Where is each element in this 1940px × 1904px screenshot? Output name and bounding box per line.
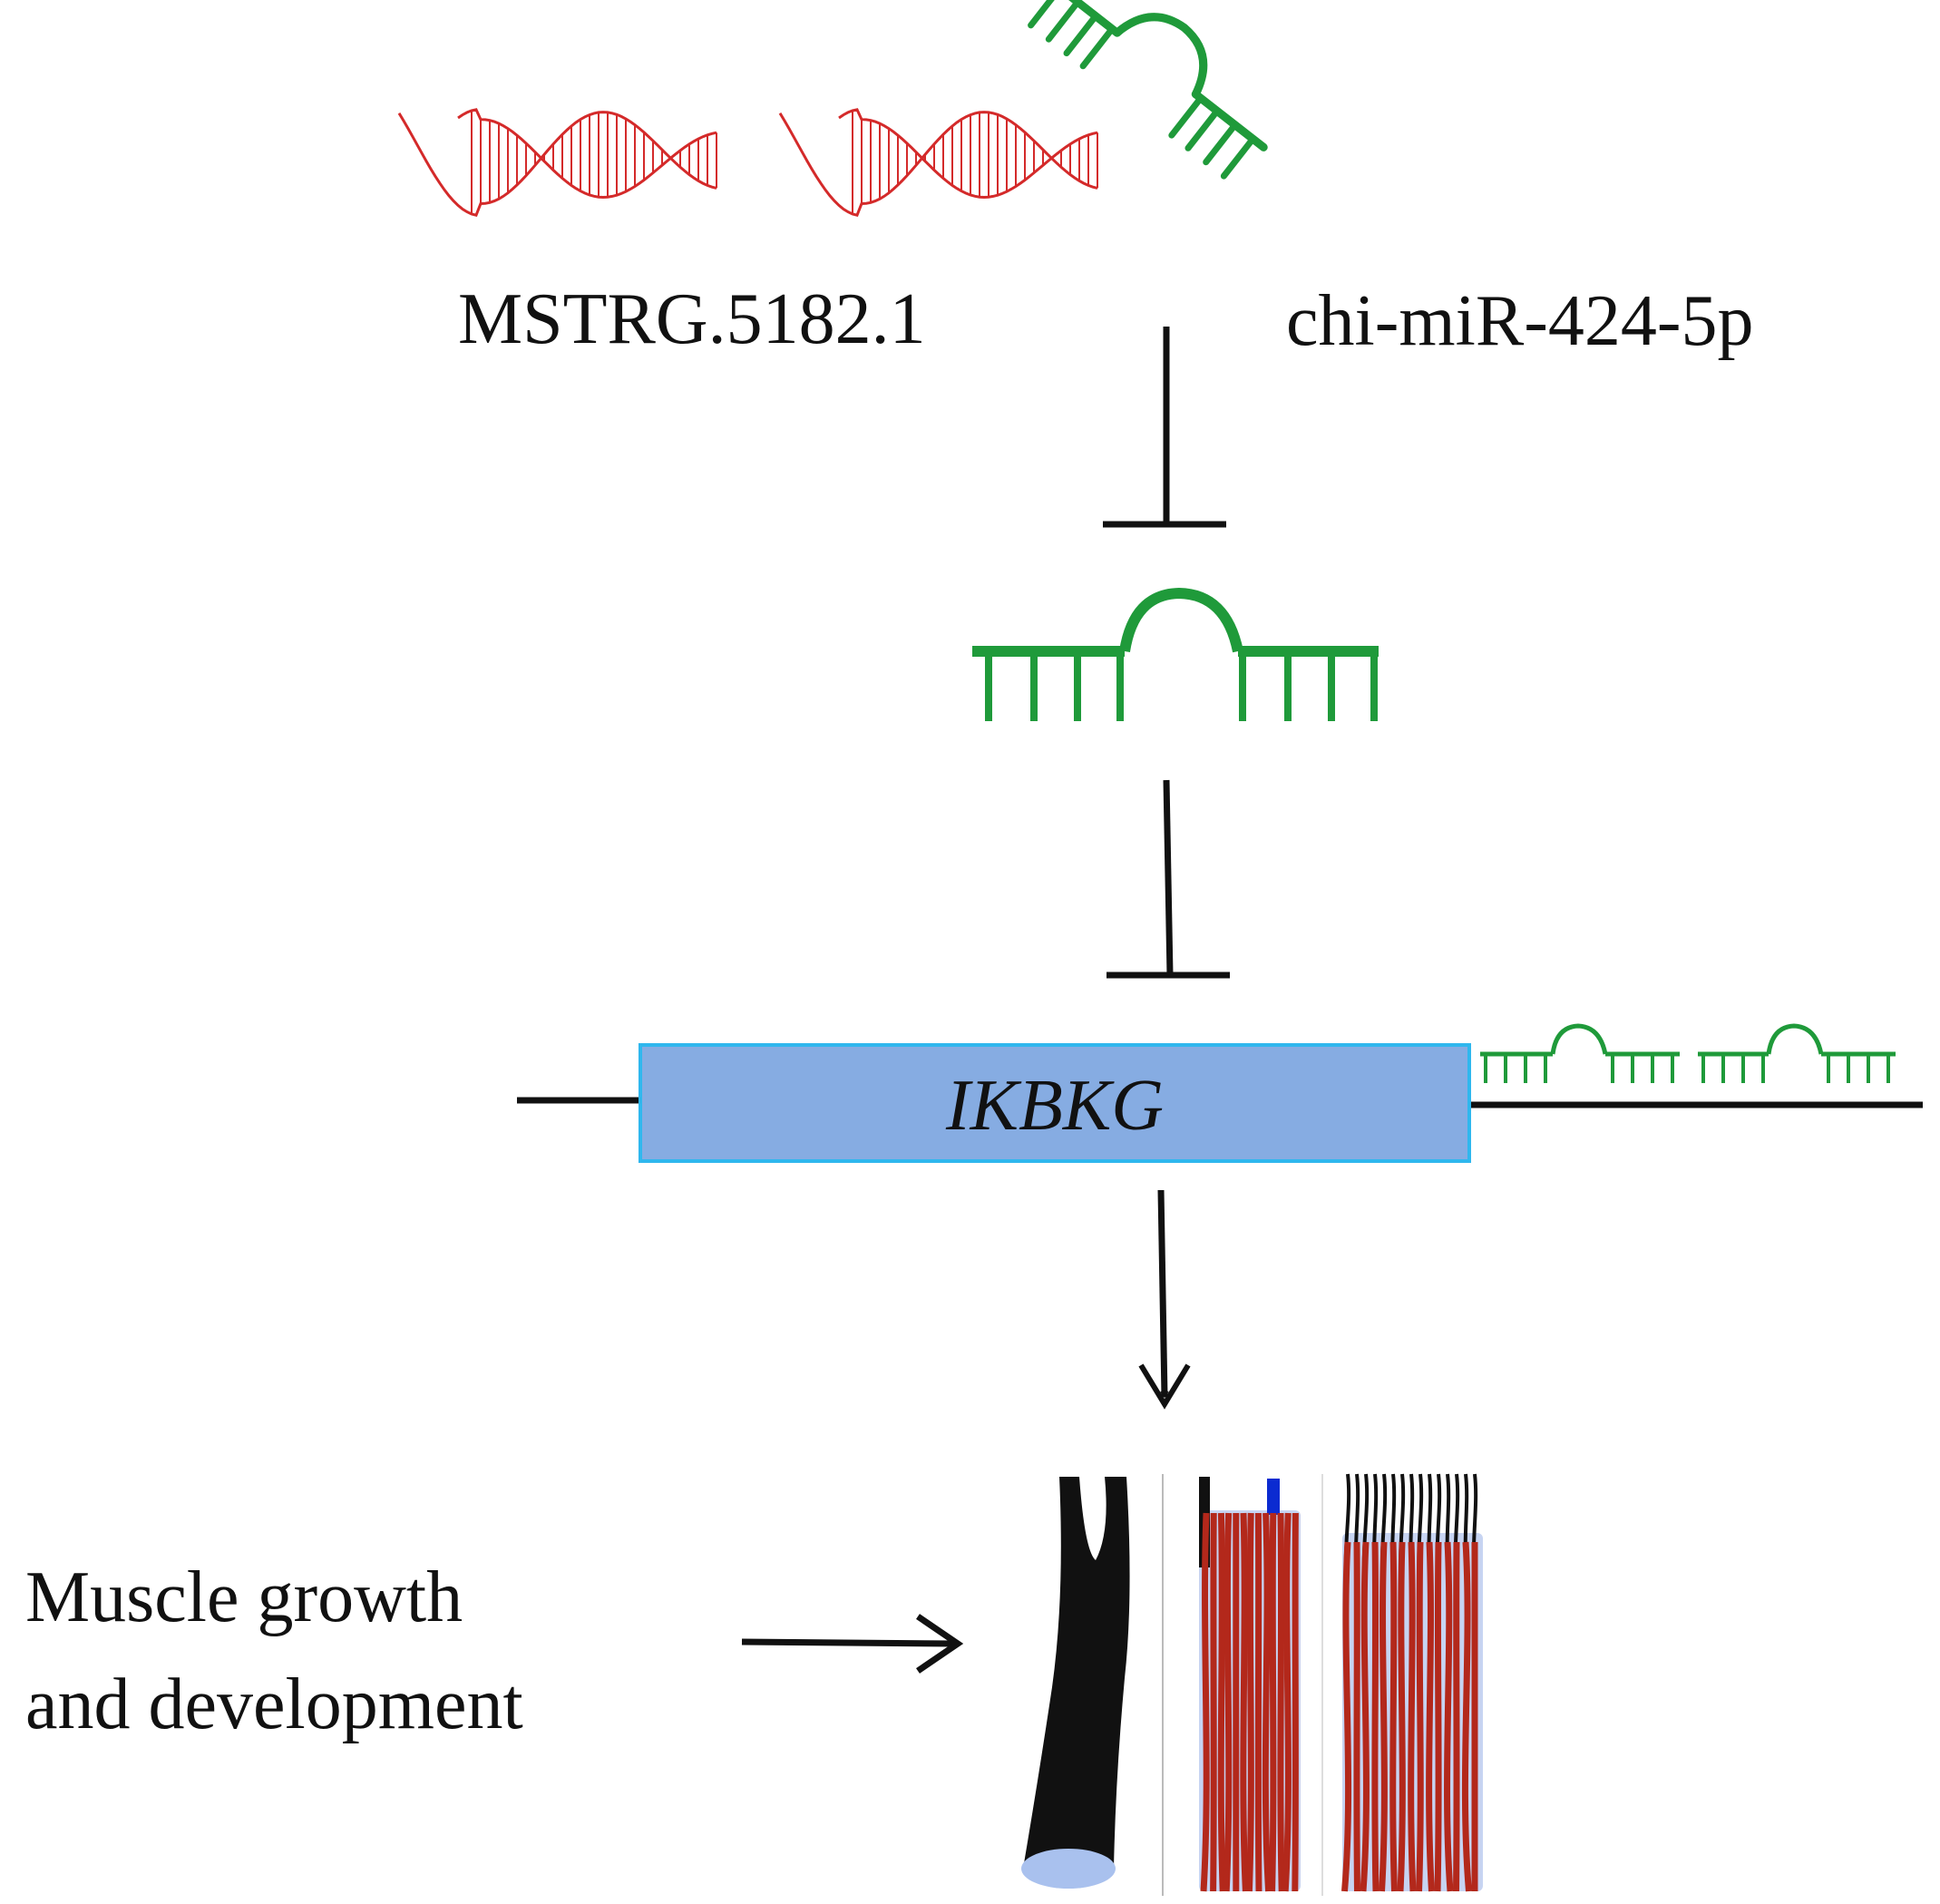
muscle-fiber-icon: [1021, 1473, 1483, 1896]
inhibition-arrow-1: [1103, 327, 1226, 528]
mirna-label: chi-miR-424-5p: [1286, 281, 1753, 361]
muscle-strand: [1371, 1541, 1379, 1892]
muscle-strand: [1379, 1541, 1388, 1892]
muscle-strand: [1408, 1541, 1417, 1892]
muscle-strand: [1416, 1541, 1424, 1892]
muscle-strand: [1444, 1541, 1454, 1892]
muscle-strand: [1389, 1541, 1398, 1892]
muscle-strand: [1397, 1541, 1406, 1892]
arrowhead-down: [1138, 1363, 1191, 1410]
activation-arrow-down: [1157, 1189, 1169, 1399]
muscle-strand: [1277, 1512, 1285, 1892]
mrna-backbone: [517, 1097, 1923, 1108]
gene-label: IKBKG: [945, 1066, 1164, 1146]
outcome-label-line2: and development: [25, 1665, 523, 1744]
mirna-hairpin-icon-utr-1: [1480, 1023, 1680, 1083]
muscle-strand: [1223, 1512, 1233, 1892]
gene-box: [639, 1043, 1471, 1163]
muscle-strand: [1254, 1512, 1262, 1892]
muscle-strand: [1200, 1512, 1210, 1892]
outcome-arrow: [741, 1614, 964, 1674]
mirna-hairpin-icon-top: [1028, 0, 1268, 180]
mirna-hairpin-icon-middle: [972, 587, 1379, 721]
outcome-label-line1: Muscle growth: [25, 1557, 463, 1637]
muscle-strand: [1282, 1512, 1292, 1892]
muscle-strand: [1461, 1541, 1472, 1892]
inhibition-arrow-2: [1106, 779, 1230, 979]
muscle-strand: [1269, 1512, 1277, 1892]
lncrna-helix-icon-1: [397, 108, 717, 217]
muscle-strand: [1240, 1512, 1249, 1892]
mirna-hairpin-icon-utr-2: [1698, 1023, 1896, 1083]
muscle-strand: [1353, 1541, 1360, 1892]
lncrna-helix-icon-2: [778, 108, 1098, 217]
muscle-strand: [1360, 1541, 1370, 1892]
muscle-strand: [1262, 1512, 1272, 1892]
muscle-strand: [1426, 1541, 1435, 1892]
muscle-strand: [1341, 1541, 1352, 1892]
muscle-strand: [1292, 1512, 1299, 1892]
muscle-strand: [1217, 1512, 1226, 1892]
muscle-strand: [1245, 1512, 1254, 1892]
lncrna-label: MSTRG.5182.1: [458, 279, 926, 359]
